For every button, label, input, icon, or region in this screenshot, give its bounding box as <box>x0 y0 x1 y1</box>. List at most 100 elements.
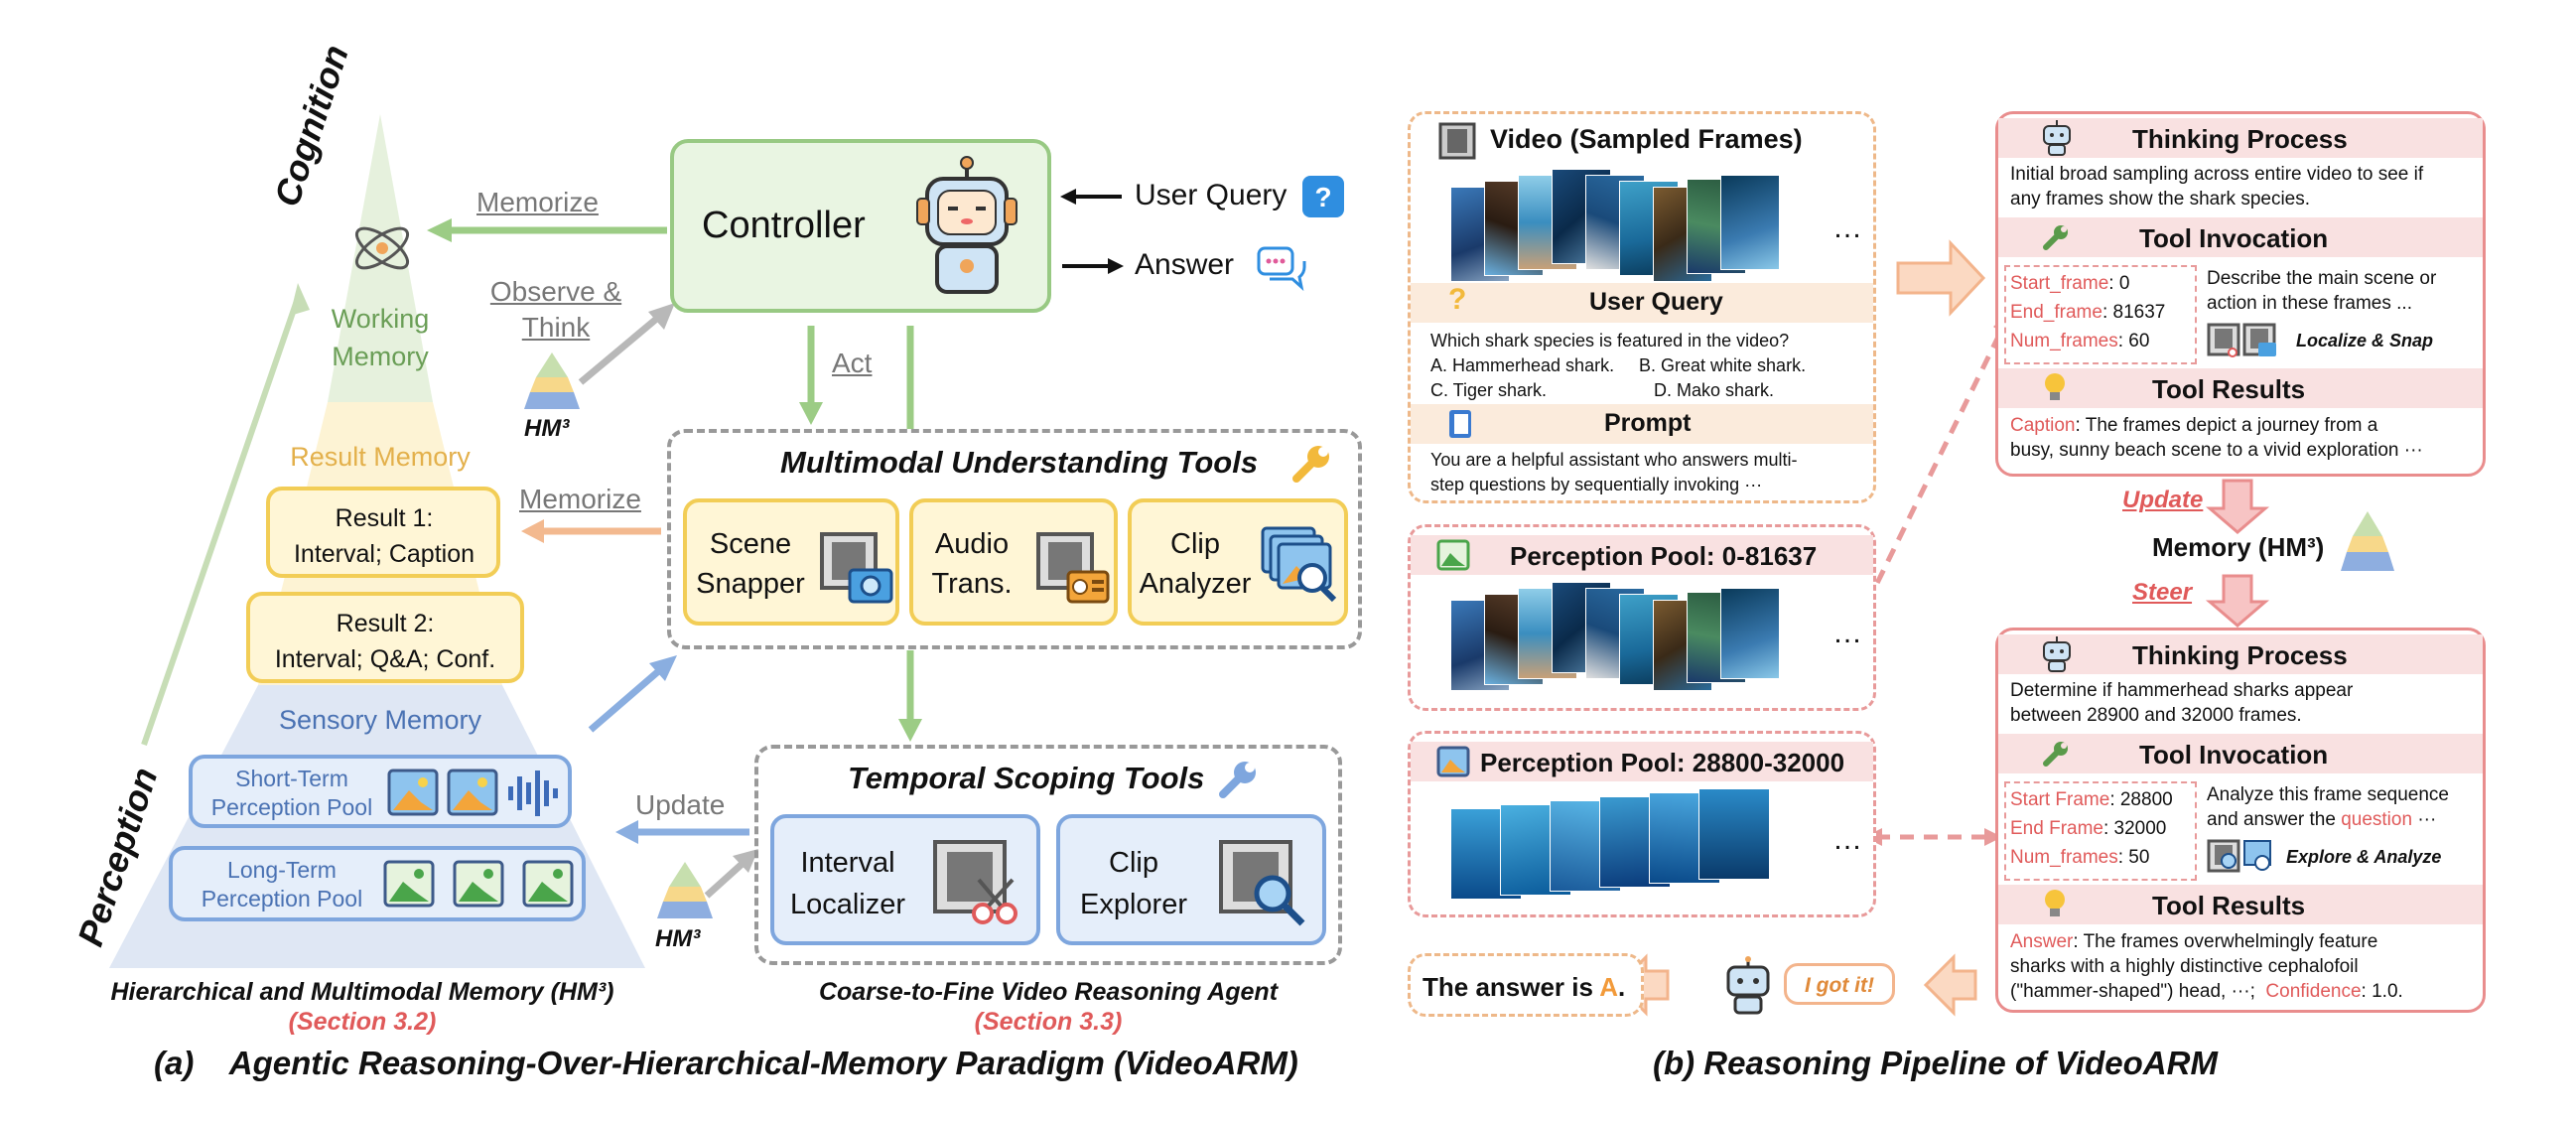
multimodal-tools-group: Multimodal Understanding Tools Scene Sna… <box>667 429 1362 649</box>
scene-snapper-label: Scene Snapper <box>696 528 805 600</box>
question-mark-icon: ? <box>1448 283 1467 316</box>
panel-b-caption: (b) Reasoning Pipeline of VideoARM <box>1653 1045 2218 1081</box>
step-2-thinking-band <box>1998 634 2483 674</box>
step-2-param-1-value: : 28800 <box>2109 789 2173 810</box>
clip-explorer-button[interactable]: Clip Explorer <box>1056 814 1326 945</box>
final-answer-box: The answer is A. <box>1408 953 1644 1017</box>
answer-label: Answer <box>1135 248 1235 281</box>
hm3-label-1: HM³ <box>524 415 570 442</box>
result-1-box: Result 1: Interval; Caption <box>266 487 500 578</box>
result-2-box: Result 2: Interval; Q&A; Conf. <box>246 592 524 683</box>
result-1-text: Result 1: Interval; Caption <box>293 504 475 568</box>
controller-label: Controller <box>702 205 866 246</box>
step-1-param-3-value: : 60 <box>2117 331 2150 351</box>
film-camera-icon <box>820 532 893 604</box>
user-query-band <box>1411 283 1873 323</box>
option-b: B. Great white shark. <box>1639 355 1807 375</box>
step-2-tool-title: Tool Invocation <box>2139 740 2329 770</box>
video-title: Video (Sampled Frames) <box>1490 124 1803 154</box>
clip-analyzer-button[interactable]: Clip Analyzer <box>1128 498 1348 626</box>
step-1-thinking-band <box>1998 118 2483 158</box>
pool-1-band <box>1411 535 1873 575</box>
pool-1-frames <box>1450 582 1828 701</box>
notebook-icon <box>1449 410 1471 438</box>
option-c: C. Tiger shark. <box>1430 380 1548 400</box>
short-term-pool-label: Short-Term Perception Pool <box>210 766 373 820</box>
audio-trans-label: Audio Trans. <box>931 528 1013 600</box>
question-icon: ? <box>1302 176 1344 217</box>
step-1-desc-1: Describe the main scene or <box>2207 268 2437 289</box>
temporal-tools-group: Temporal Scoping Tools Interval Localize… <box>754 745 1342 965</box>
step-1-result-1: : The frames depict a journey from a <box>2075 415 2378 436</box>
pool-2-frames <box>1450 788 1828 908</box>
result-2-text: Result 2: Interval; Q&A; Conf. <box>274 610 496 673</box>
pool-2-band <box>1411 742 1873 781</box>
step-1-thinking-title: Thinking Process <box>2132 124 2348 154</box>
audio-trans-button[interactable]: Audio Trans. <box>909 498 1118 626</box>
pool-2-title: Perception Pool: 28800-32000 <box>1480 748 1845 777</box>
perception-pool-1: Perception Pool: 0-81637 … <box>1408 524 1876 711</box>
memorize-label-mid: Memorize <box>519 484 641 514</box>
option-d: D. Mako shark. <box>1654 380 1775 400</box>
confidence-key: Confidence <box>2265 981 2362 1002</box>
prompt-title: Prompt <box>1604 409 1692 437</box>
step-1-param-3-key: Num_frames <box>2010 331 2118 351</box>
wrench-icon <box>1292 446 1329 483</box>
steer-label: Steer <box>2132 579 2193 606</box>
sensory-memory-label: Sensory Memory <box>278 705 482 735</box>
wrench-small-icon <box>2043 225 2068 250</box>
option-a: A. Hammerhead shark. <box>1430 355 1615 375</box>
film-scissors-icon <box>933 840 1017 924</box>
robot-mini-icon-2 <box>2043 636 2071 672</box>
step-2-results-title: Tool Results <box>2152 891 2306 920</box>
update-label-b: Update <box>2122 487 2204 513</box>
film-radio-icon <box>1036 532 1110 604</box>
step-1-desc-2: action in these frames ... <box>2207 293 2412 314</box>
step-1-thinking-1: Initial broad sampling across entire vid… <box>2010 164 2424 185</box>
lightbulb-icon-2 <box>2045 890 2065 916</box>
step-2-param-3-value: : 50 <box>2117 847 2150 868</box>
memory-label: Memory (HM³) <box>2152 532 2325 562</box>
image-icon-2 <box>1436 746 1470 777</box>
step-1-params: Start_frame: 0 End_frame: 81637 Num_fram… <box>2004 265 2197 364</box>
step-1-result-key: Caption <box>2010 415 2076 436</box>
image-audio-icons <box>387 769 558 816</box>
step-2-result-3: ("hammer-shaped") head, ···; <box>2010 981 2266 1002</box>
step-1-tool-title: Tool Invocation <box>2139 223 2329 253</box>
agent-section: (Section 3.3) <box>974 1008 1123 1036</box>
update-label: Update <box>635 789 726 820</box>
step-2-param-2-value: : 32000 <box>2102 818 2167 839</box>
video-ellipsis: … <box>1832 211 1862 244</box>
got-it-text: I got it! <box>1805 974 1874 997</box>
final-answer-text: The answer is A. <box>1423 972 1626 1002</box>
long-term-pool-label: Long-Term Perception Pool <box>201 857 363 911</box>
step-2-thinking-2: between 28900 and 32000 frames. <box>2010 705 2302 726</box>
step-2-tool-band <box>1998 734 2483 773</box>
step-2-thinking-1: Determine if hammerhead sharks appear <box>2010 680 2354 701</box>
lightbulb-icon <box>2045 373 2065 400</box>
query-text: Which shark species is featured in the v… <box>1430 331 1790 350</box>
small-robot-icon <box>1726 956 1770 1015</box>
interval-localizer-button[interactable]: Interval Localizer <box>770 814 1040 945</box>
step-1-param-1-value: : 0 <box>2108 273 2130 294</box>
hm3-label-2: HM³ <box>655 925 701 952</box>
step-1-param-2-key: End_frame <box>2010 302 2102 323</box>
step-2-tool-name: Explore & Analyze <box>2286 847 2442 867</box>
scene-snapper-button[interactable]: Scene Snapper <box>683 498 899 626</box>
short-term-pool-box: Short-Term Perception Pool <box>189 755 572 828</box>
robot-mini-icon <box>2043 120 2071 156</box>
result-memory-label: Result Memory <box>290 442 471 472</box>
step-1-param-2-value: : 81637 <box>2101 302 2166 323</box>
panel-a-caption: (a) Agentic Reasoning-Over-Hierarchical-… <box>154 1045 1298 1081</box>
hm3-section: (Section 3.2) <box>288 1008 437 1036</box>
clip-magnifier-icon <box>1261 526 1337 603</box>
video-frames <box>1450 169 1828 288</box>
atom-icon <box>354 226 410 270</box>
long-term-pool-box: Long-Term Perception Pool <box>169 846 586 921</box>
clip-explorer-label: Clip Explorer <box>1080 847 1187 920</box>
clip-analyzer-label: Clip Analyzer <box>1139 528 1252 600</box>
temporal-tools-title: Temporal Scoping Tools <box>848 761 1205 795</box>
landscape-icons <box>383 860 574 908</box>
controller-box: Controller <box>670 139 1051 313</box>
step-2-desc-1: Analyze this frame sequence <box>2207 784 2449 805</box>
